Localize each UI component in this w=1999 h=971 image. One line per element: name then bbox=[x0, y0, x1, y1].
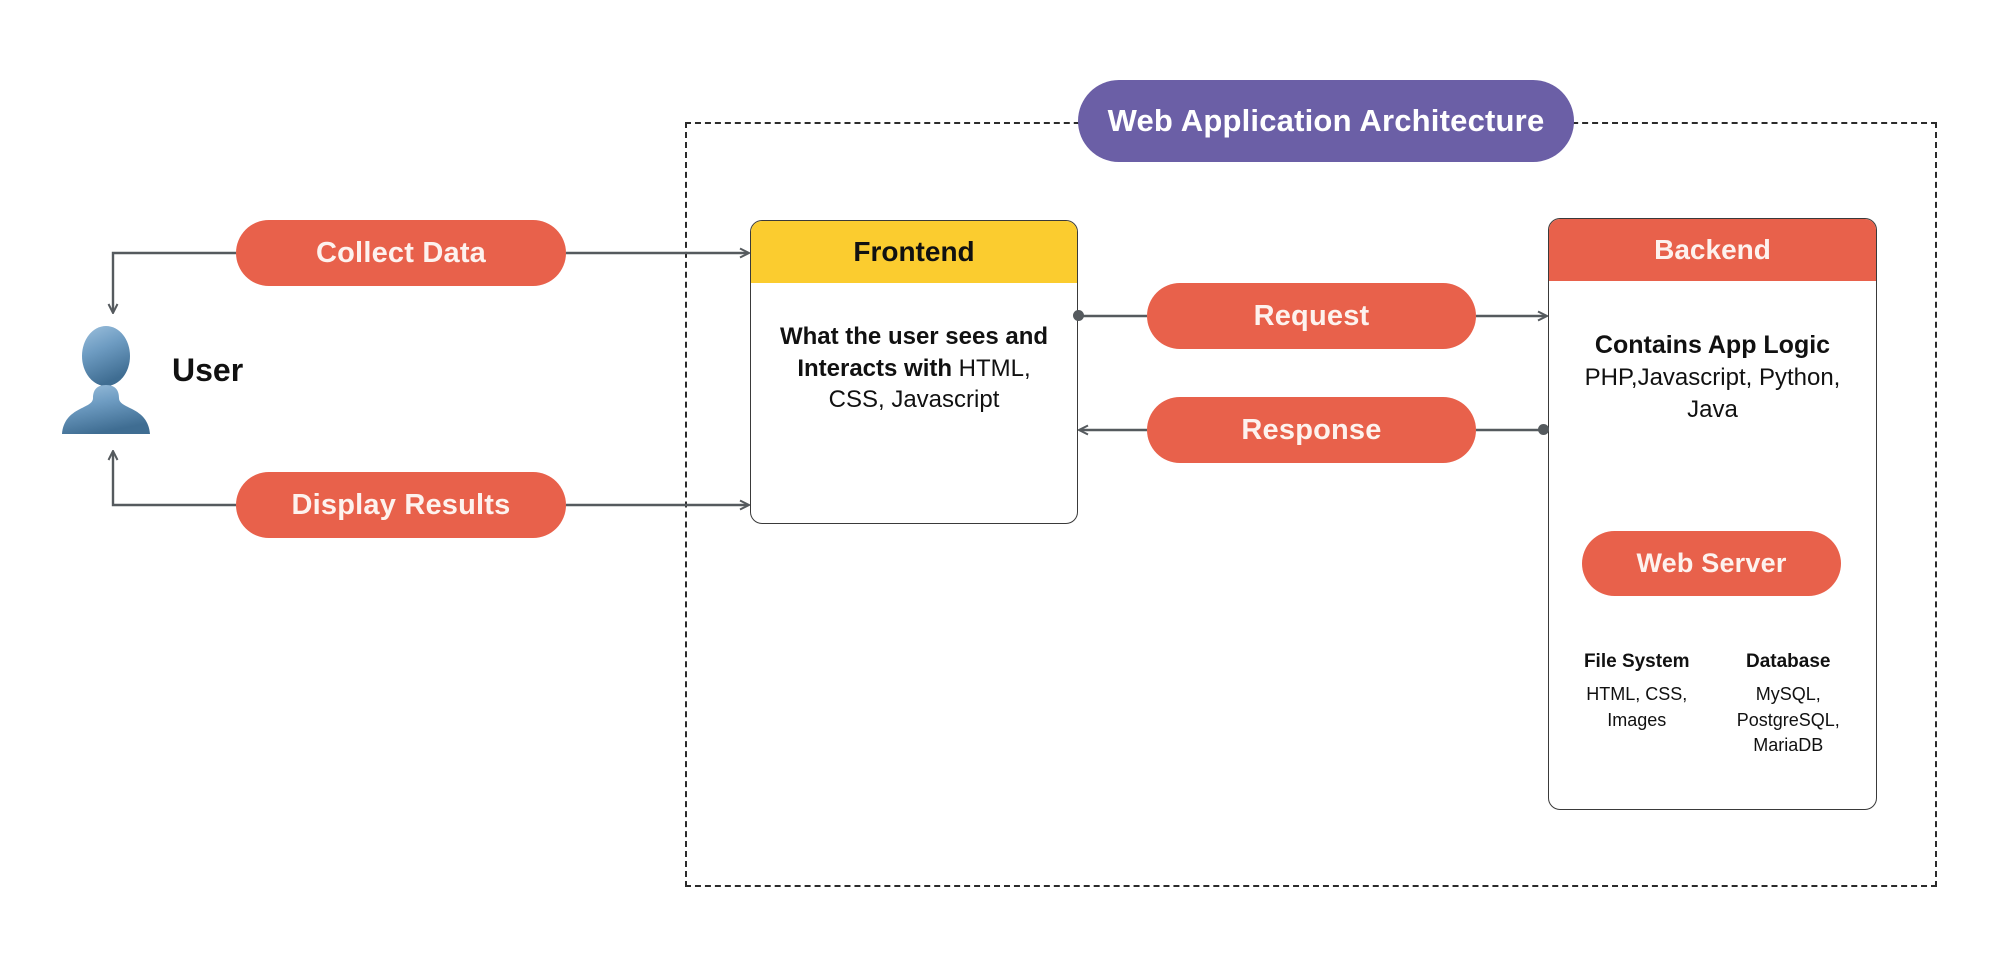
database-title: Database bbox=[1746, 651, 1831, 672]
flow-pill-display-results[interactable]: Display Results bbox=[236, 472, 566, 538]
backend-description: Contains App Logic PHP,Javascript, Pytho… bbox=[1549, 281, 1876, 425]
frontend-request-port bbox=[1073, 310, 1084, 321]
backend-storage-columns: File System HTML, CSS, Images Database M… bbox=[1549, 649, 1876, 759]
backend-description-rest: PHP,Javascript, Python, Java bbox=[1584, 364, 1841, 423]
backend-column-file-system: File System HTML, CSS, Images bbox=[1561, 649, 1713, 759]
user-label: User bbox=[172, 352, 244, 388]
flow-pill-request[interactable]: Request bbox=[1147, 283, 1476, 349]
frontend-title: Frontend bbox=[751, 221, 1077, 283]
database-items: MySQL, PostgreSQL, MariaDB bbox=[1736, 683, 1840, 756]
user-avatar-icon bbox=[62, 326, 150, 434]
flow-pill-response[interactable]: Response bbox=[1147, 397, 1476, 463]
file-system-items: HTML, CSS, Images bbox=[1586, 683, 1688, 730]
web-server-pill[interactable]: Web Server bbox=[1582, 531, 1841, 596]
frontend-description-bold: What the user sees and Interacts with bbox=[779, 323, 1049, 382]
flow-pill-collect-data[interactable]: Collect Data bbox=[236, 220, 566, 286]
frontend-description: What the user sees and Interacts with HT… bbox=[751, 283, 1077, 416]
backend-card[interactable]: Backend Contains App Logic PHP,Javascrip… bbox=[1548, 218, 1877, 810]
backend-column-database: Database MySQL, PostgreSQL, MariaDB bbox=[1713, 649, 1865, 759]
file-system-title: File System bbox=[1583, 651, 1690, 672]
backend-description-bold: Contains App Logic bbox=[1594, 331, 1831, 359]
diagram-title-badge: Web Application Architecture bbox=[1078, 80, 1574, 162]
backend-response-port bbox=[1538, 424, 1549, 435]
frontend-card[interactable]: Frontend What the user sees and Interact… bbox=[750, 220, 1078, 524]
frontend-description-rest: HTML, CSS, Javascript bbox=[828, 354, 1031, 414]
backend-title: Backend bbox=[1549, 219, 1876, 281]
